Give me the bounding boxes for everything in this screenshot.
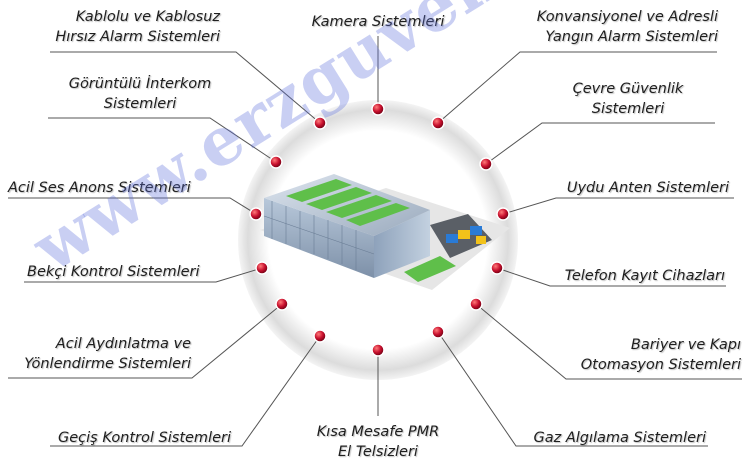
label-bekci: Bekçi Kontrol Sistemleri xyxy=(27,262,200,282)
connector-acil-aydinlatma xyxy=(8,303,283,379)
connector-acil-ses xyxy=(8,197,257,215)
label-konvansiyonel-line-2: Yangın Alarm Sistemleri xyxy=(545,29,718,45)
connector-gaz xyxy=(437,331,708,447)
dot-gecis xyxy=(313,329,327,343)
label-telefon-line-1: Telefon Kayıt Cihazları xyxy=(564,268,725,284)
label-kisa-mesafe: Kısa Mesafe PMR El Telsizleri xyxy=(278,422,478,462)
building-front xyxy=(264,198,374,278)
truck-1 xyxy=(446,234,458,243)
label-gecis: Geçiş Kontrol Sistemleri xyxy=(58,428,231,448)
label-acil-ses-line-1: Acil Ses Anons Sistemleri xyxy=(8,180,191,196)
label-kamera-line-1: Kamera Sistemleri xyxy=(311,14,445,30)
label-kisa-mesafe-line-2: El Telsizleri xyxy=(338,444,418,460)
connector-uydu xyxy=(502,197,734,215)
label-uydu-line-1: Uydu Anten Sistemleri xyxy=(566,180,729,196)
label-gecis-line-1: Geçiş Kontrol Sistemleri xyxy=(58,430,231,446)
label-goruntulu-line-2: Sistemleri xyxy=(103,96,177,112)
dot-kisa-mesafe xyxy=(371,343,385,357)
label-goruntulu: Görüntülü İnterkom Sistemleri xyxy=(40,74,240,114)
green-lawn xyxy=(404,256,456,282)
label-goruntulu-line-1: Görüntülü İnterkom xyxy=(68,76,212,92)
label-gaz-line-1: Gaz Algılama Sistemleri xyxy=(533,430,706,446)
label-konvansiyonel-line-1: Konvansiyonel ve Adresli xyxy=(536,9,718,25)
label-cevre-line-2: Sistemleri xyxy=(591,101,665,117)
label-telefon: Telefon Kayıt Cihazları xyxy=(565,266,725,286)
dot-gaz xyxy=(431,325,445,339)
truck-3 xyxy=(470,226,482,235)
label-acil-ses: Acil Ses Anons Sistemleri xyxy=(8,178,191,198)
connector-gecis xyxy=(50,335,321,447)
dot-telefon xyxy=(490,261,504,275)
label-kablolu-line-1: Kablolu ve Kablosuz xyxy=(75,9,220,25)
connector-cevre xyxy=(485,122,715,165)
label-cevre: Çevre Güvenlik Sistemleri xyxy=(528,79,728,119)
facade-windows xyxy=(263,201,375,270)
connector-telefon xyxy=(496,267,726,287)
connector-kablolu xyxy=(50,51,321,124)
dot-acil-aydinlatma xyxy=(275,297,289,311)
label-kisa-mesafe-line-1: Kısa Mesafe PMR xyxy=(316,424,440,440)
label-acil-aydinlatma: Acil Aydınlatma ve Yönlendirme Sistemler… xyxy=(24,334,191,374)
label-cevre-line-1: Çevre Güvenlik xyxy=(572,81,684,97)
label-kablolu: Kablolu ve Kablosuz Hırsız Alarm Sisteml… xyxy=(55,7,220,47)
dot-bariyer xyxy=(469,297,483,311)
dot-acil-ses xyxy=(249,207,263,221)
dot-goruntulu xyxy=(269,155,283,169)
connector-bekci xyxy=(24,267,263,283)
label-acil-aydinlatma-line-1: Acil Aydınlatma ve xyxy=(55,336,191,352)
truck-2 xyxy=(458,230,470,239)
label-uydu: Uydu Anten Sistemleri xyxy=(567,178,729,198)
label-kamera: Kamera Sistemleri xyxy=(278,12,478,32)
truck-4 xyxy=(476,236,486,244)
label-acil-aydinlatma-line-2: Yönlendirme Sistemleri xyxy=(24,356,191,372)
roof-stripe-2 xyxy=(306,187,372,210)
connector-bariyer xyxy=(475,303,742,380)
label-bariyer-line-1: Bariyer ve Kapı xyxy=(630,337,741,353)
label-kablolu-line-2: Hırsız Alarm Sistemleri xyxy=(55,29,220,45)
connector-konvansiyonel xyxy=(437,51,717,124)
dot-kamera xyxy=(371,102,385,116)
dot-cevre xyxy=(479,157,493,171)
label-bekci-line-1: Bekçi Kontrol Sistemleri xyxy=(27,264,200,280)
dot-uydu xyxy=(496,207,510,221)
dot-bekci xyxy=(255,261,269,275)
building-side xyxy=(374,210,430,278)
dot-konvansiyonel xyxy=(431,116,445,130)
roof-stripe-1 xyxy=(286,179,352,202)
connector-lines xyxy=(8,36,742,447)
label-bariyer: Bariyer ve Kapı Otomasyon Sistemleri xyxy=(581,335,741,375)
connector-dots xyxy=(249,102,510,357)
roof-stripe-3 xyxy=(326,195,392,218)
label-konvansiyonel: Konvansiyonel ve Adresli Yangın Alarm Si… xyxy=(537,7,718,47)
roof-stripe-4 xyxy=(346,203,410,226)
connector-goruntulu xyxy=(48,117,277,163)
label-bariyer-line-2: Otomasyon Sistemleri xyxy=(580,357,741,373)
label-gaz: Gaz Algılama Sistemleri xyxy=(533,428,706,448)
warehouse-building xyxy=(260,174,510,290)
dot-kablolu xyxy=(313,116,327,130)
